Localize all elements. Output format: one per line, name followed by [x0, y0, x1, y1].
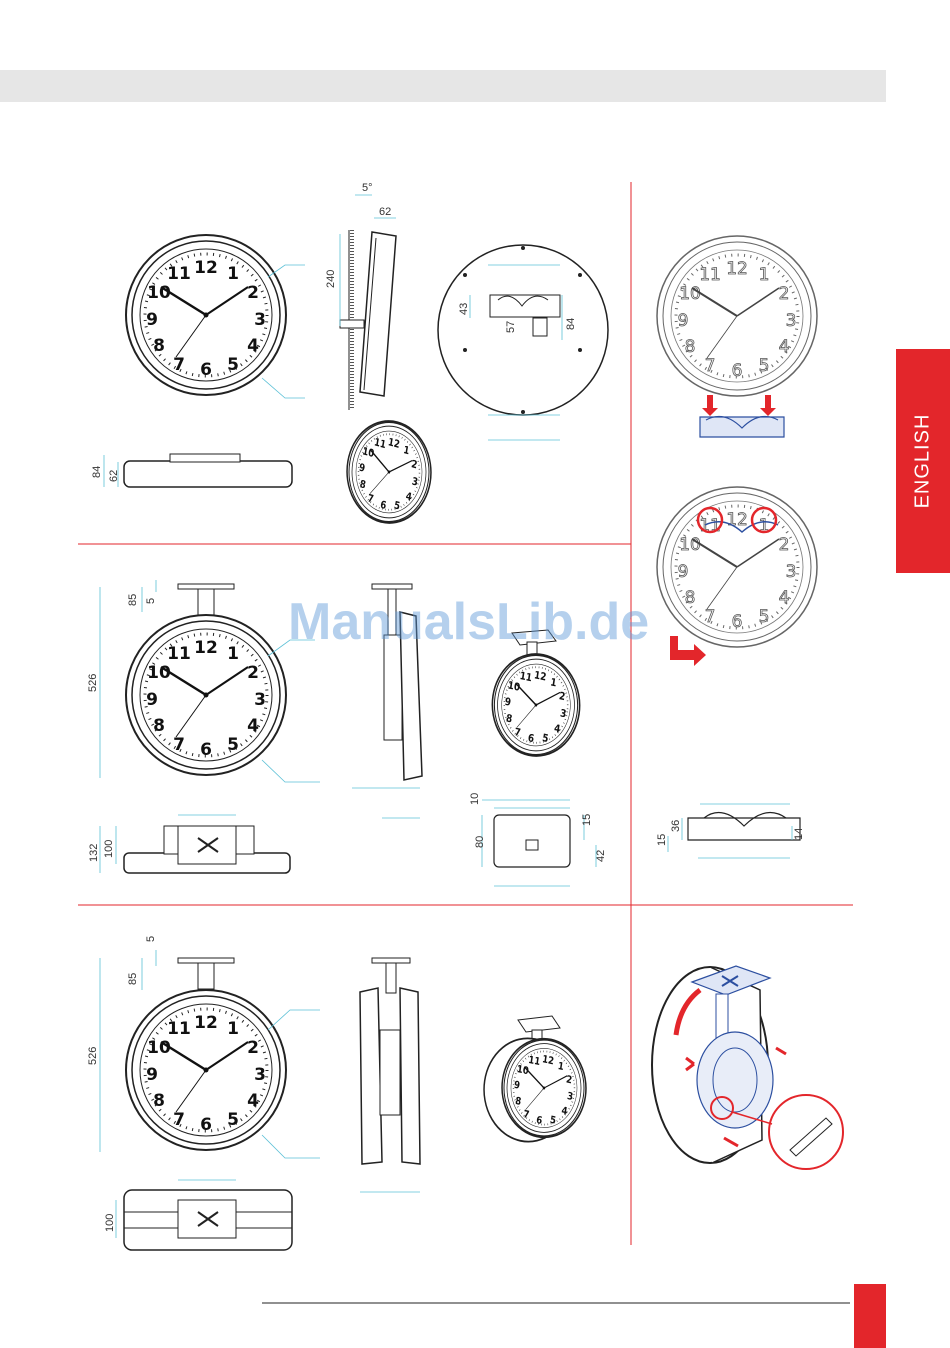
svg-text:132: 132	[88, 844, 100, 862]
svg-text:5: 5	[145, 598, 157, 604]
svg-text:15: 15	[581, 814, 593, 826]
wall-clock-perspective	[339, 411, 438, 532]
svg-text:80: 80	[474, 836, 486, 848]
svg-text:526: 526	[87, 1047, 99, 1065]
language-tab-label: ENGLISH	[912, 414, 935, 509]
svg-text:5: 5	[145, 936, 157, 942]
svg-text:10: 10	[469, 793, 481, 805]
watermark: ManualsLib.de	[288, 592, 649, 652]
mounting-plate-drawing: 10 15 80 42	[469, 793, 607, 886]
double-clock-top-view: 100	[104, 1180, 292, 1250]
svg-text:240: 240	[325, 270, 337, 288]
pendant-clock-front: 526 85 5	[87, 580, 320, 782]
install-step-2-clock	[657, 487, 817, 647]
svg-text:85: 85	[127, 594, 139, 606]
install-step-1-clip	[700, 395, 784, 437]
svg-text:100: 100	[103, 840, 115, 858]
svg-text:84: 84	[565, 318, 577, 330]
svg-text:57: 57	[505, 321, 517, 333]
svg-text:62: 62	[108, 470, 120, 482]
svg-text:14: 14	[793, 828, 805, 840]
assembly-perspective	[652, 966, 843, 1169]
svg-text:100: 100	[104, 1214, 116, 1232]
svg-text:85: 85	[127, 973, 139, 985]
svg-text:84: 84	[91, 466, 103, 478]
back-plate-view: 43 84 57	[438, 245, 608, 440]
double-clock-perspective	[477, 1016, 592, 1150]
svg-text:5°: 5°	[362, 182, 373, 194]
svg-text:42: 42	[595, 850, 607, 862]
pendant-clock-top-view: 132 100	[88, 815, 290, 873]
svg-text:62: 62	[379, 206, 391, 218]
double-clock-front: 526 85 5	[87, 936, 320, 1158]
svg-text:15: 15	[656, 834, 668, 846]
wall-clock-front	[126, 235, 286, 395]
install-step-1-clock	[657, 236, 817, 396]
wall-clock-top-view: 84 62	[91, 454, 292, 487]
language-tab[interactable]: ENGLISH	[896, 349, 950, 573]
double-clock-side	[360, 958, 420, 1192]
svg-text:526: 526	[87, 674, 99, 692]
wall-clock-side: 5° 62 240	[325, 182, 396, 410]
svg-text:36: 36	[670, 820, 682, 832]
page-marker	[854, 1284, 886, 1348]
svg-text:43: 43	[458, 303, 470, 315]
clip-detail-drawing: 36 15 14	[656, 804, 805, 858]
